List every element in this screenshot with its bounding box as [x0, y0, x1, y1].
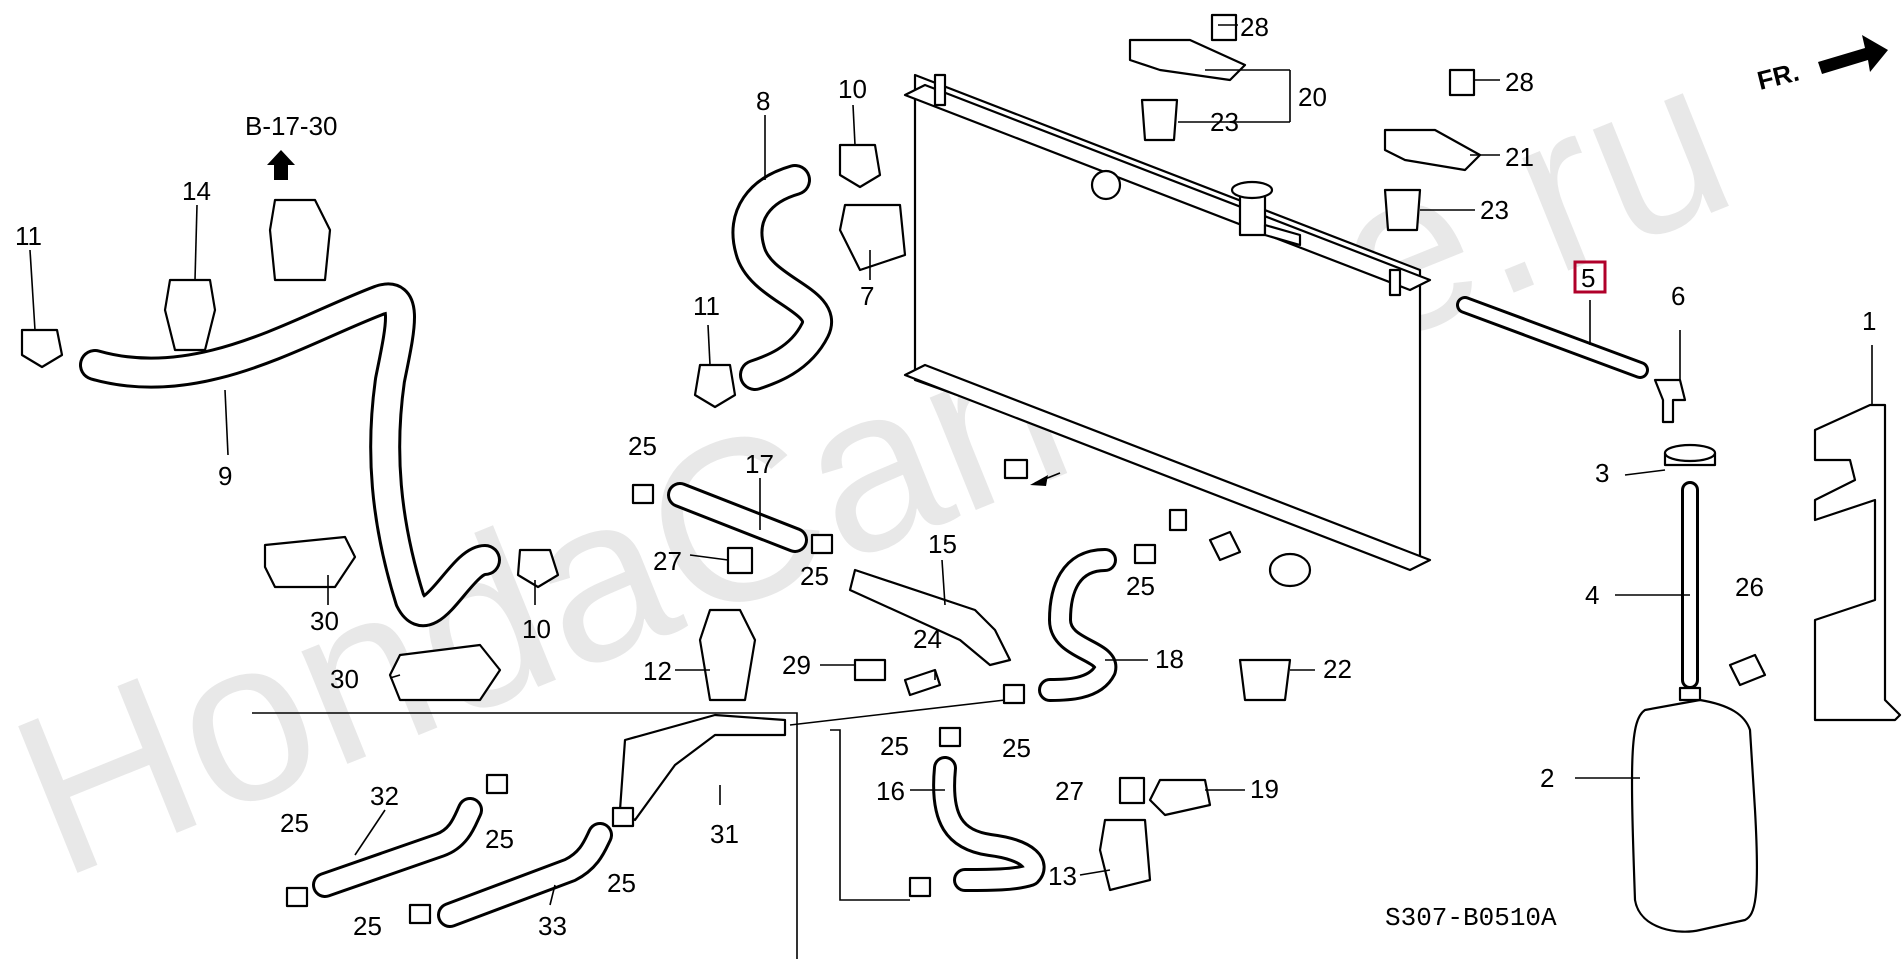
- clamp-10a: [516, 548, 560, 589]
- callout-17: 17: [745, 449, 774, 479]
- callout-14: 14: [182, 176, 211, 206]
- callout-25a: 25: [628, 431, 657, 461]
- hose-33: [437, 822, 613, 928]
- clamp-top: [268, 198, 332, 282]
- callout-8: 8: [756, 86, 770, 116]
- callout-27a: 27: [653, 546, 682, 576]
- bolt-28a: [1210, 13, 1238, 42]
- clamp-13: [1098, 818, 1152, 892]
- callout-1: 1: [1862, 306, 1876, 336]
- callout-numbers: 1 2 3 4 5 6 7 8 9 10 10 11 11 12 13 14 1…: [15, 12, 1876, 941]
- pipe-assembly-31: [618, 713, 787, 822]
- bolt-29: [853, 658, 887, 682]
- callout-5: 5: [1581, 263, 1595, 293]
- highlight-box-5: [1573, 260, 1607, 294]
- callout-25d: 25: [1002, 733, 1031, 763]
- grommet-23b: [1383, 188, 1422, 232]
- callout-25f: 25: [280, 808, 309, 838]
- direction-label: FR.: [1754, 57, 1802, 96]
- clamp-30b: [388, 643, 502, 702]
- grommet-22: [1238, 658, 1292, 702]
- clamp-14: [163, 278, 217, 352]
- bracket-1: [1813, 403, 1902, 722]
- clamp-25-group: [285, 483, 1157, 925]
- callout-26: 26: [1735, 572, 1764, 602]
- callout-25i: 25: [353, 911, 382, 941]
- radiator-assembly: [903, 73, 1432, 588]
- callout-12: 12: [643, 656, 672, 686]
- bolt-24: [903, 668, 942, 697]
- overflow-tube-5: [1456, 296, 1649, 379]
- clamp-11b: [693, 363, 737, 409]
- bracket-15: [848, 568, 1012, 667]
- callout-25g: 25: [485, 824, 514, 854]
- callout-10b: 10: [838, 74, 867, 104]
- front-direction-arrow: FR.: [1754, 35, 1888, 96]
- callout-7: 7: [860, 281, 874, 311]
- reference-arrow: B-17-30: [245, 111, 338, 180]
- callout-2: 2: [1540, 763, 1554, 793]
- callout-25b: 25: [800, 561, 829, 591]
- callout-22: 22: [1323, 654, 1352, 684]
- callout-11b: 11: [693, 291, 720, 321]
- clamp-19: [1148, 778, 1212, 817]
- callout-28a: 28: [1240, 12, 1269, 42]
- clamp-12: [698, 608, 757, 702]
- callout-33: 33: [538, 911, 567, 941]
- callout-16: 16: [876, 776, 905, 806]
- callout-9: 9: [218, 461, 232, 491]
- callout-32: 32: [370, 781, 399, 811]
- callout-30a: 30: [310, 606, 339, 636]
- clamp-30a: [263, 535, 357, 589]
- callout-31: 31: [710, 819, 739, 849]
- hose-32: [312, 797, 483, 898]
- callout-25h: 25: [607, 868, 636, 898]
- callout-15: 15: [928, 529, 957, 559]
- callout-27b: 27: [1055, 776, 1084, 806]
- callout-13: 13: [1048, 861, 1077, 891]
- bolt-27b: [1118, 776, 1146, 805]
- callout-23b: 23: [1480, 195, 1509, 225]
- reserve-tank-cap-3: [1663, 443, 1717, 467]
- callout-25e: 25: [880, 731, 909, 761]
- callout-leaders: [29, 24, 1873, 906]
- clamp-11a: [20, 328, 64, 369]
- callout-10a: 10: [522, 614, 551, 644]
- callout-19: 19: [1250, 774, 1279, 804]
- callout-18: 18: [1155, 644, 1184, 674]
- hose-18: [1038, 548, 1118, 702]
- hose-17: [667, 482, 808, 553]
- callout-6: 6: [1671, 281, 1685, 311]
- mount-bracket-21: [1383, 128, 1482, 172]
- callout-24: 24: [913, 624, 942, 654]
- callout-29: 29: [782, 650, 811, 680]
- upper-radiator-hose-9: [79, 282, 501, 627]
- callout-11a: 11: [15, 221, 42, 251]
- callout-3: 3: [1595, 458, 1609, 488]
- callout-4: 4: [1585, 580, 1599, 610]
- callout-30b: 30: [330, 664, 359, 694]
- bolt-28b: [1448, 68, 1476, 97]
- callout-28b: 28: [1505, 67, 1534, 97]
- mount-bracket-20: [1128, 38, 1247, 82]
- grommet-23a: [1140, 98, 1179, 142]
- reference-label: B-17-30: [245, 111, 338, 141]
- figure-code: S307-B0510A: [1385, 903, 1557, 933]
- clip-26: [1728, 653, 1767, 687]
- callout-20: 20: [1298, 82, 1327, 112]
- callout-25c: 25: [1126, 571, 1155, 601]
- bolt-27a: [726, 546, 754, 575]
- joint-6: [1653, 378, 1687, 424]
- callout-21: 21: [1505, 142, 1534, 172]
- inset-frame: [252, 712, 798, 959]
- callout-23a: 23: [1210, 107, 1239, 137]
- hose-16: [932, 756, 1046, 892]
- hose-8: [731, 164, 833, 391]
- clamp-7: [838, 203, 907, 272]
- clamp-10b: [838, 143, 882, 189]
- reserve-tank-2: [1630, 686, 1759, 933]
